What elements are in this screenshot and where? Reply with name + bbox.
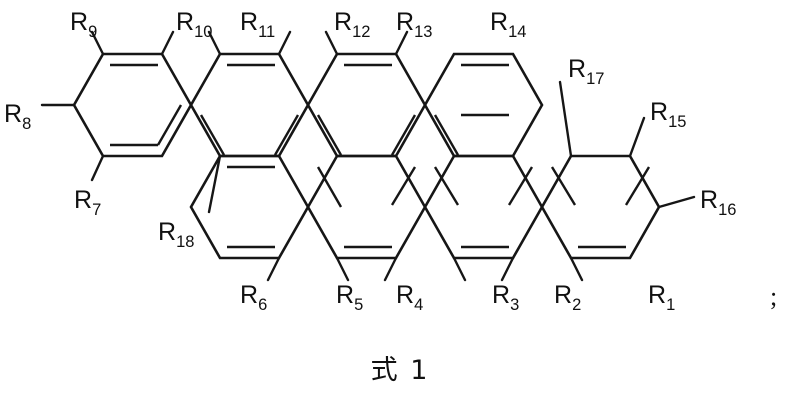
label-r5: R5 [336,281,363,314]
label-r3: R3 [492,281,519,314]
bond-r2 [500,256,515,282]
substituent-labels: R9 R10 R11 R12 R13 R14 R17 [4,8,736,314]
bond-r4 [383,256,398,282]
bond-r3 [452,256,467,282]
bond-r14 [394,30,409,56]
label-r1: R1 [648,281,675,314]
label-r10: R10 [176,8,212,41]
label-r4: R4 [396,281,423,314]
bond-r18 [207,154,222,214]
label-r7: R7 [74,186,101,219]
label-r13: R13 [396,8,432,41]
label-r14: R14 [490,8,526,41]
label-r16: R16 [700,186,736,219]
bond-r9 [90,30,105,56]
label-r6: R6 [240,281,267,314]
bond-r1 [569,256,584,282]
label-r2: R2 [554,281,581,314]
bond-r13 [324,30,339,56]
trailing-semicolon: ; [770,282,778,311]
label-r11: R11 [240,8,275,41]
bond-r16 [657,195,696,209]
label-r12: R12 [334,8,370,41]
bond-r10 [160,30,175,56]
bond-r17 [558,80,573,158]
label-r17: R17 [568,55,604,88]
bond-r5 [335,256,350,282]
figure-caption: 式 1 [370,355,430,386]
label-r18: R18 [158,218,194,251]
bond-r15 [628,116,646,158]
bond-r12 [277,30,292,56]
bond-r11 [207,30,222,56]
bond-r7 [90,154,105,182]
label-r15: R15 [650,98,686,131]
label-r9: R9 [70,8,97,41]
bond-r6 [266,256,281,282]
label-r8: R8 [4,100,31,133]
substituent-bonds [40,30,696,282]
